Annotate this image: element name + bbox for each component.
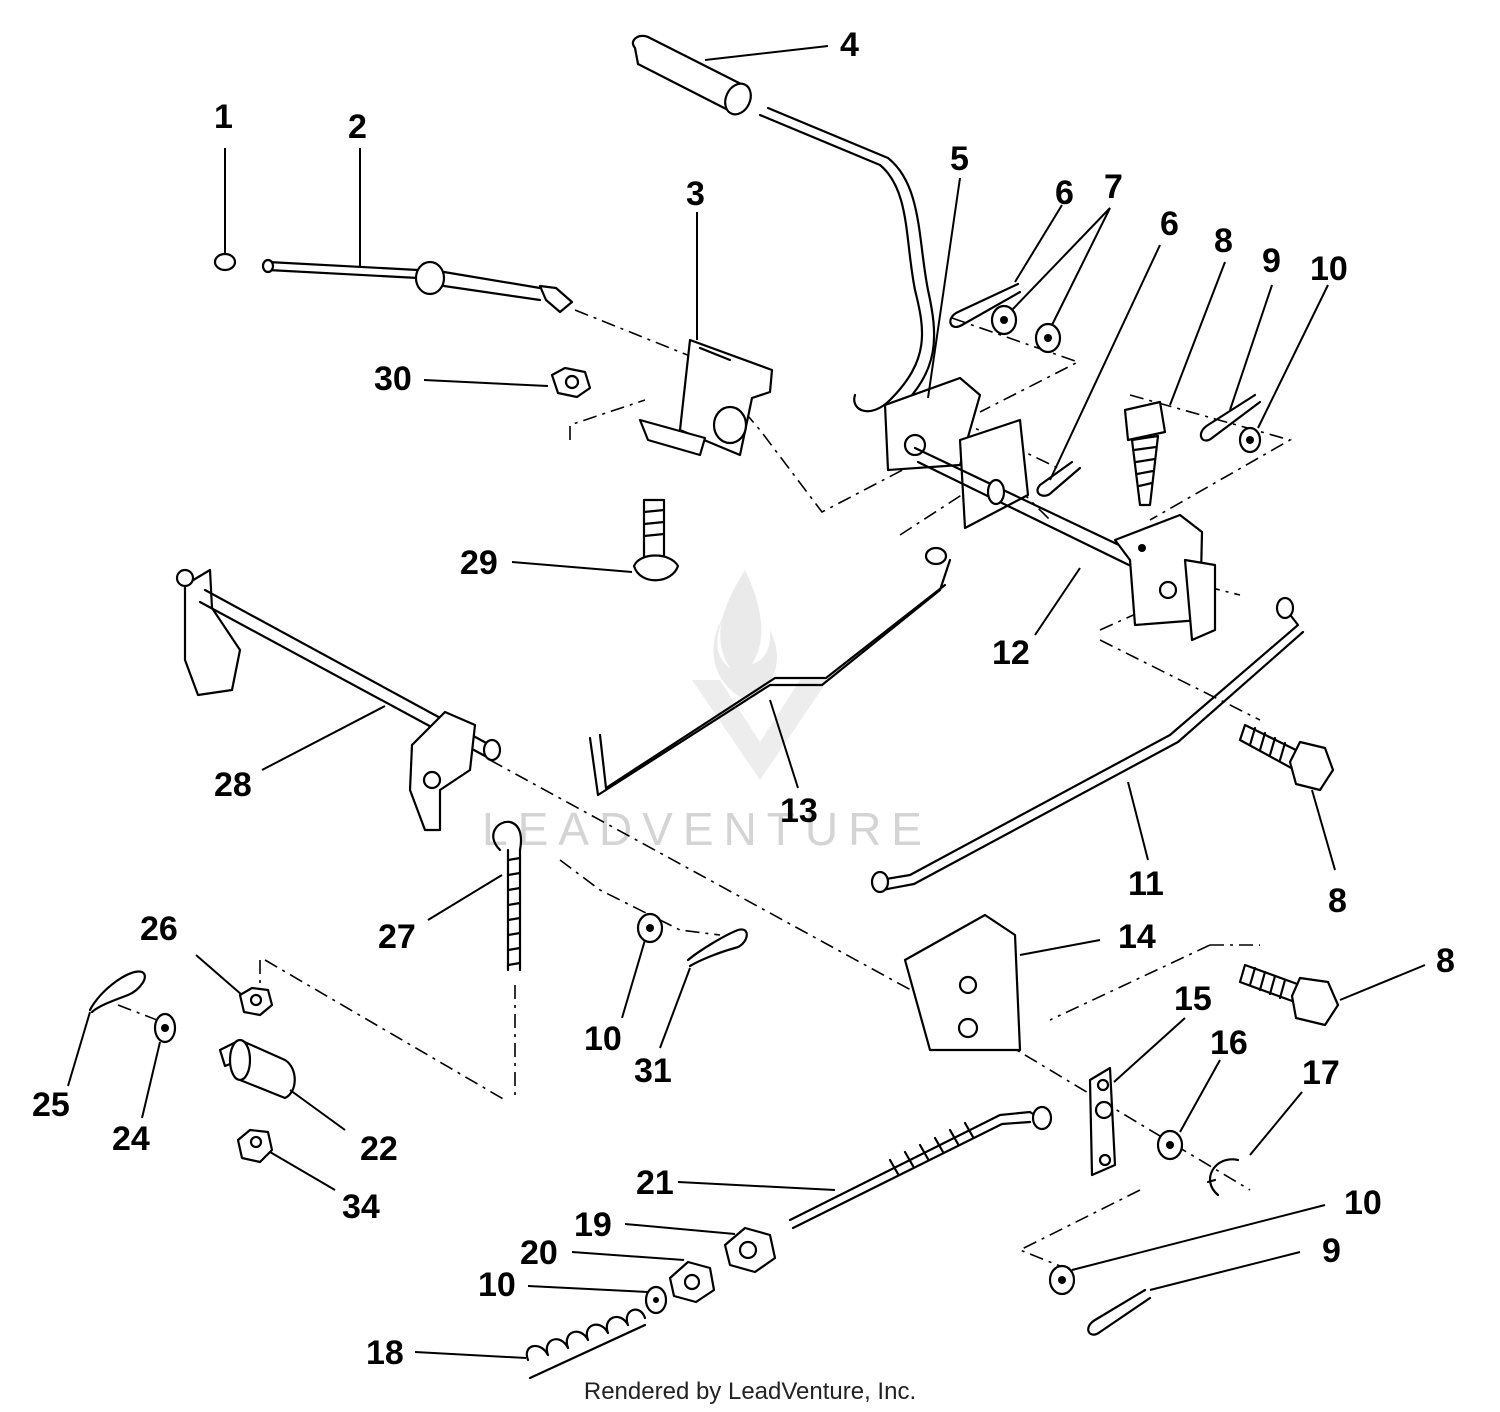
callout-28: 28 [214,766,252,804]
watermark-logo [692,570,828,780]
callout-8-middle: 8 [1328,882,1347,920]
callout-26: 26 [140,910,178,948]
callout-20: 20 [520,1234,558,1272]
callout-8-upper: 8 [1214,222,1233,260]
callout-24: 24 [112,1120,150,1158]
callout-13: 13 [780,792,818,830]
watermark-text: LEADVENTURE [482,803,932,855]
callout-25: 25 [32,1086,70,1124]
callout-34: 34 [342,1188,380,1226]
callout-19: 19 [574,1206,612,1244]
callout-9-upper: 9 [1262,242,1281,280]
part-24-washer [153,1012,177,1044]
callout-10-upper: 10 [1310,250,1348,288]
part-10-washer-bottom [1048,1264,1076,1296]
leader-lines [67,45,1426,1359]
part-14-bracket [903,913,1022,1052]
callout-2: 2 [348,108,367,146]
part-13-rod [588,546,952,797]
callout-22: 22 [360,1130,398,1168]
callout-21: 21 [636,1164,674,1202]
part-10-washer-lower [644,1285,668,1315]
part-19-nut [723,1226,777,1274]
part-18-spring [525,1308,647,1380]
part-9-cotter-pin-lower [1087,1288,1152,1336]
part-2-rod [261,258,574,314]
part-29-bolt [632,498,680,582]
part-34-nut [236,1128,274,1164]
callout-10-bottom: 10 [1344,1184,1382,1222]
part-12-shaft-assembly [913,418,1217,642]
callout-labels: 1 2 3 4 5 6 7 6 8 9 10 30 29 12 13 28 11… [32,26,1455,1372]
footer-credit: Rendered by LeadVenture, Inc. [583,1378,917,1405]
callout-9-lower: 9 [1322,1232,1341,1270]
callout-31: 31 [634,1052,672,1090]
part-26-nut [238,986,274,1017]
part-20-nut [668,1260,716,1304]
part-1-pin [213,252,237,272]
part-9-cotter-pin-upper [1199,393,1262,442]
part-15-plate [1088,1066,1117,1177]
part-25-hairpin-clip [88,970,146,1014]
part-7-washers [990,304,1062,354]
part-3-bracket [638,338,774,457]
callout-11: 11 [1128,865,1164,903]
part-6-cotter-pin-lower [1036,460,1082,497]
part-17-e-clip [1206,1158,1240,1197]
callout-1: 1 [214,98,233,136]
callout-12: 12 [992,634,1030,672]
callout-29: 29 [460,544,498,582]
part-6-cotter-pin-upper [949,282,1022,328]
part-10-washer-middle [636,912,664,944]
part-11-rod [870,596,1305,894]
part-28-shaft [175,568,502,832]
callout-10-middle: 10 [584,1020,622,1058]
part-30-nut [550,366,592,399]
callout-8-lower: 8 [1436,942,1455,980]
callout-18: 18 [366,1334,404,1372]
part-5-lever [758,106,982,472]
callout-10-lower: 10 [478,1266,516,1304]
assembly-lines [117,309,1293,1271]
part-8-bolt-upper [1123,400,1167,507]
callout-15: 15 [1174,980,1212,1018]
part-16-washer [1156,1129,1184,1161]
part-8-bolt-lower [1238,963,1340,1027]
callout-7: 7 [1104,168,1123,206]
callout-27: 27 [378,918,416,956]
part-31-hairpin-clip [686,928,748,968]
part-21-threaded-rod [788,1105,1053,1230]
callout-6-upper: 6 [1055,174,1074,212]
callout-4: 4 [840,26,859,64]
part-22-swivel [218,1038,296,1100]
callout-14: 14 [1118,918,1156,956]
callout-6-lower: 6 [1160,205,1179,243]
callout-30: 30 [374,360,412,398]
part-27-hook-bolt [492,820,523,972]
callout-16: 16 [1210,1024,1248,1062]
callout-17: 17 [1302,1054,1340,1092]
callout-3: 3 [686,175,705,213]
part-10-washer-upper [1238,426,1262,454]
part-8-bolt-middle [1238,723,1335,792]
callout-5: 5 [950,140,969,178]
part-4-grip [631,34,752,116]
